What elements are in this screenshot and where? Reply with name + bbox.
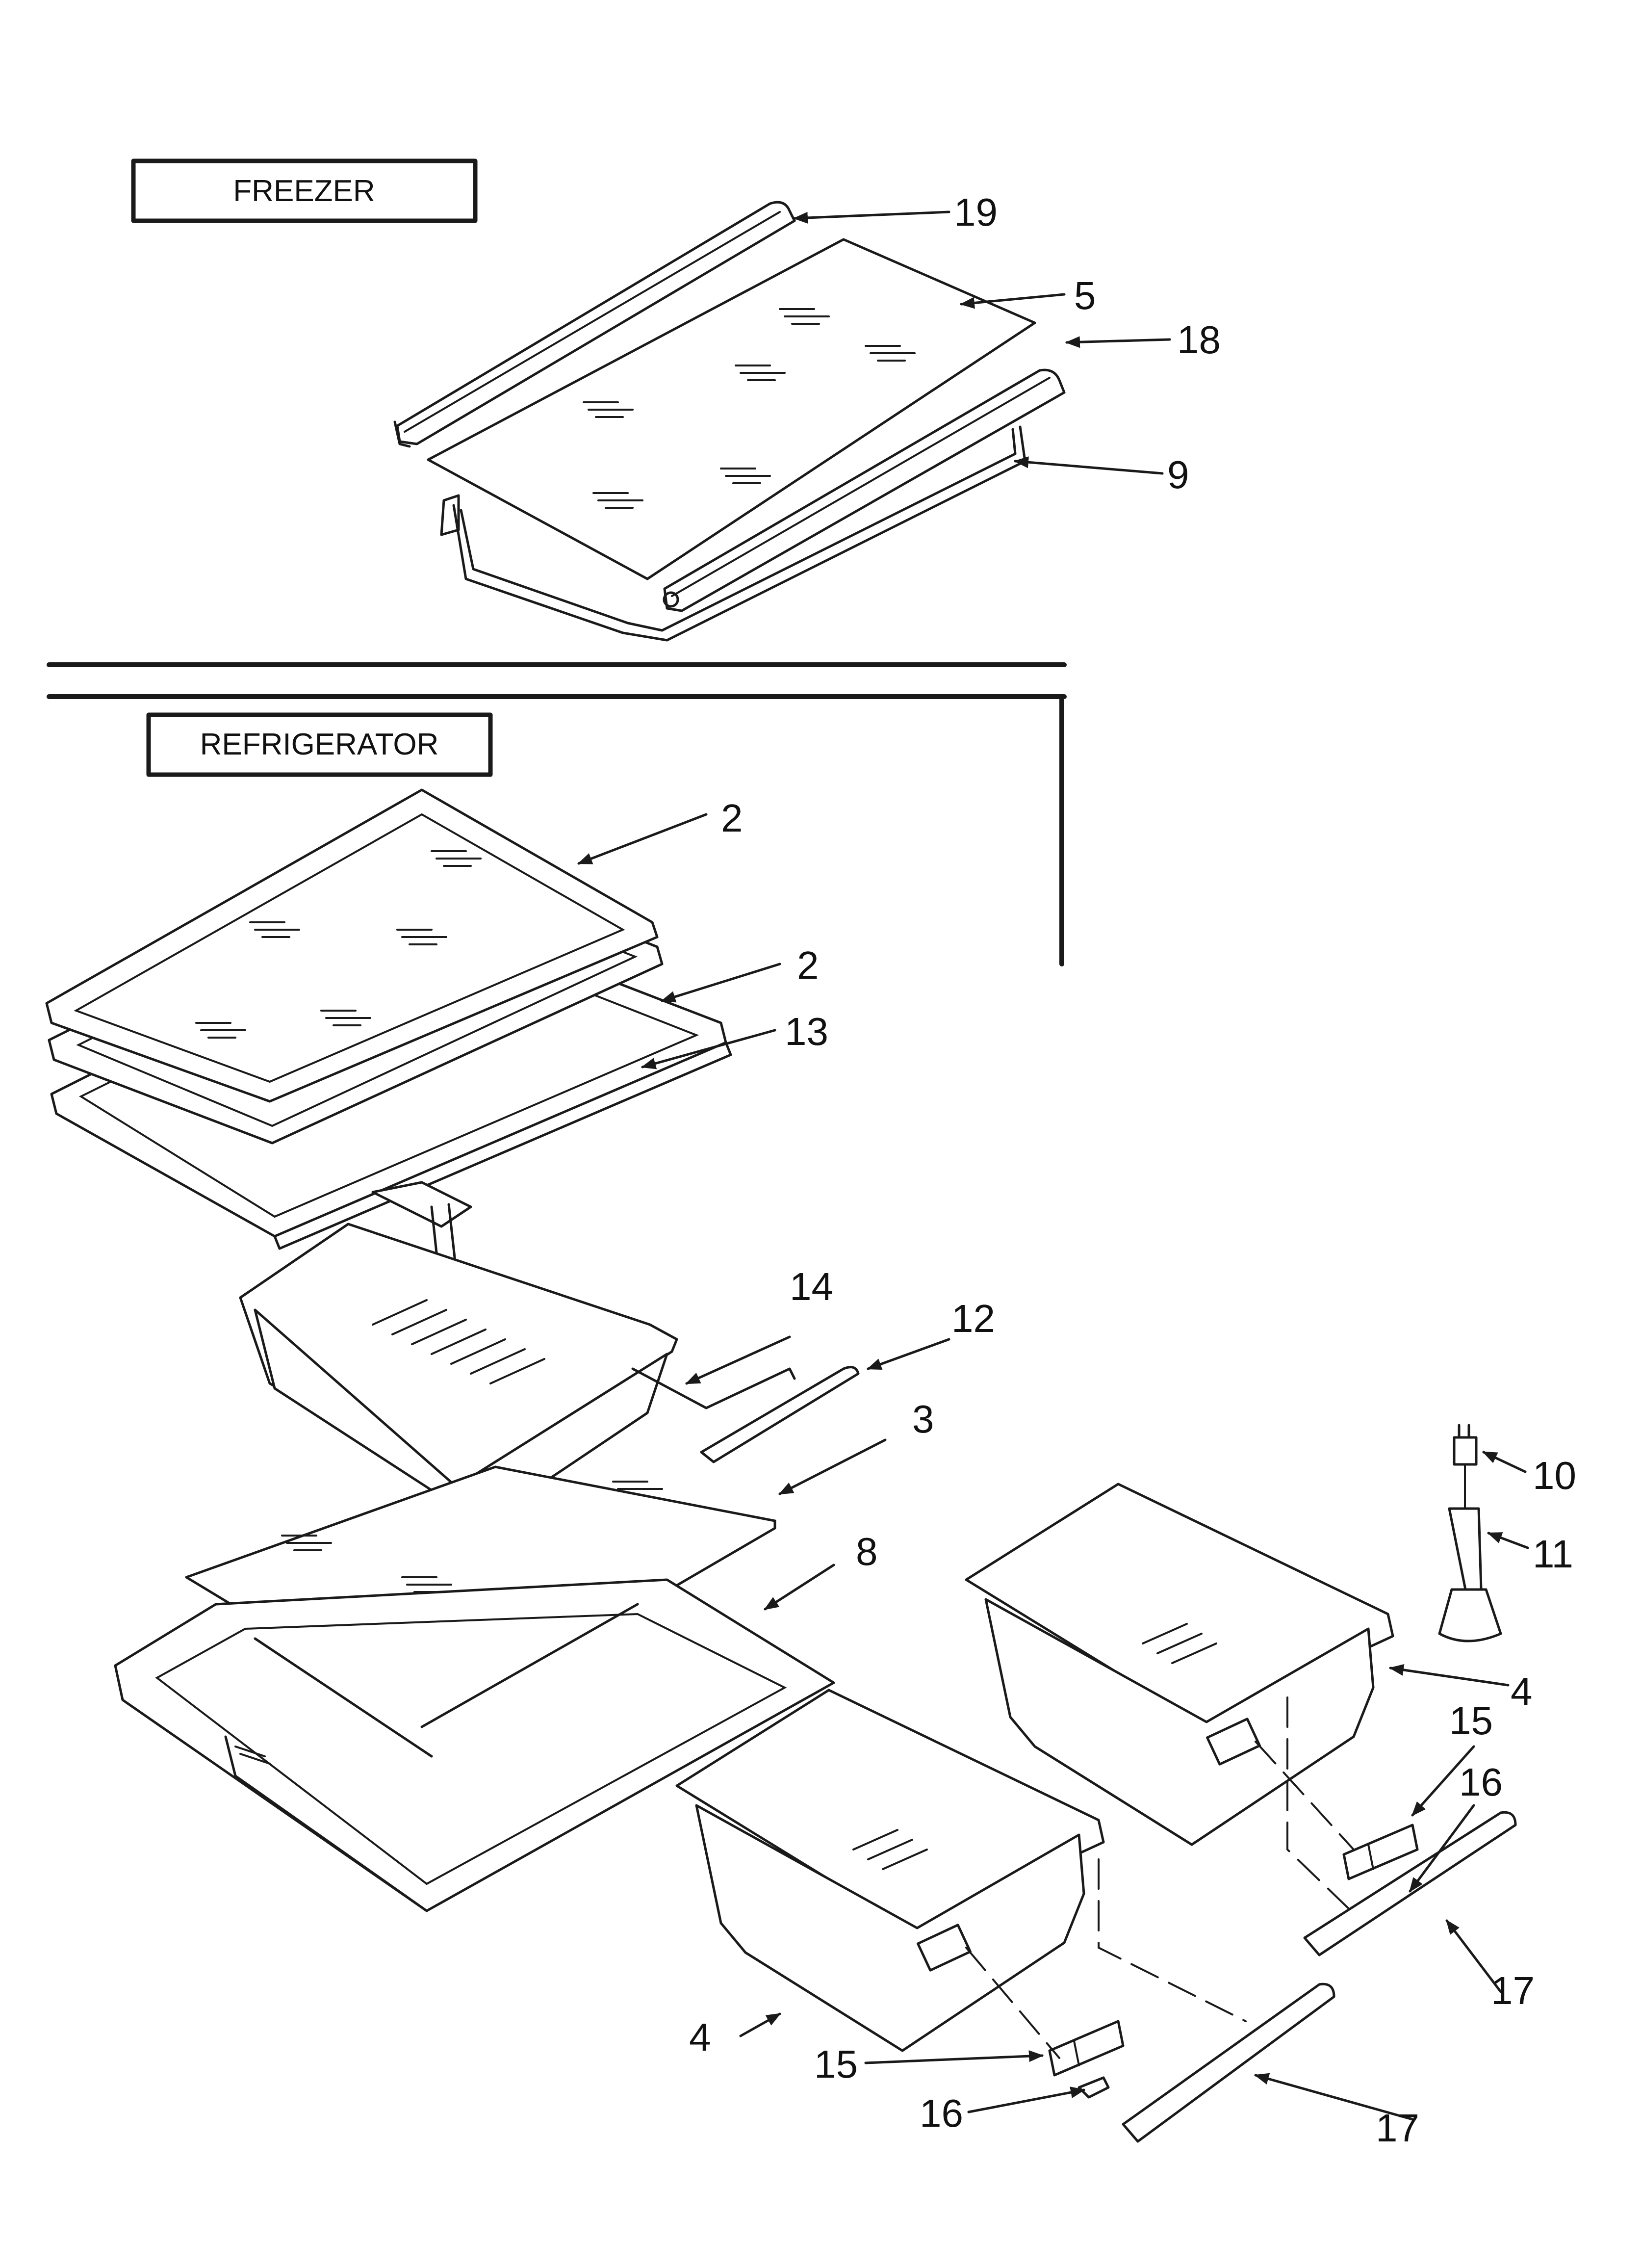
callout-8: 8 (856, 1530, 878, 1573)
callout-4-left: 4 (689, 2015, 711, 2059)
callout-numbers: 19 5 18 9 2 2 13 14 12 3 8 10 11 4 15 16… (689, 190, 1576, 2150)
freezer-label: FREEZER (233, 174, 375, 208)
freezer-label-box (131, 158, 478, 223)
light-bulb-11 (1438, 1507, 1502, 1642)
crisper-drawer-left (675, 1689, 1105, 2052)
refrigerator-label: REFRIGERATOR (200, 728, 439, 761)
callout-13: 13 (785, 1010, 828, 1053)
callout-10: 10 (1533, 1454, 1576, 1497)
callout-17-left: 17 (1376, 2106, 1419, 2150)
callout-4-right: 4 (1511, 1669, 1533, 1713)
rail-17-left (1122, 1982, 1335, 2143)
callout-2-lower: 2 (797, 943, 819, 987)
callout-16-left: 16 (920, 2091, 963, 2135)
refrigerator-label-box (146, 712, 493, 777)
freezer-rear-trim (393, 201, 796, 448)
callout-15-right: 15 (1449, 1699, 1493, 1743)
callout-11: 11 (1533, 1532, 1573, 1576)
section-divider (47, 662, 1067, 966)
crisper-drawer-right (965, 1483, 1394, 1846)
callout-3: 3 (912, 1397, 934, 1441)
callout-2-upper: 2 (721, 796, 743, 840)
leader-lines (577, 210, 1529, 2121)
callout-9: 9 (1167, 453, 1189, 496)
crisper-cover-8 (114, 1578, 835, 1912)
callout-5: 5 (1074, 274, 1096, 317)
callout-18: 18 (1177, 318, 1221, 362)
rail-12 (700, 1366, 860, 1463)
callout-12: 12 (951, 1297, 995, 1340)
clip-15-right (1342, 1824, 1419, 1880)
callout-19: 19 (954, 190, 998, 234)
callout-16-right: 16 (1459, 1760, 1503, 1804)
callout-14: 14 (790, 1265, 833, 1308)
pan-rail-14 (631, 1367, 796, 1409)
refrigerator-section: REFRIGERATOR (45, 712, 1517, 2143)
light-socket-10 (1453, 1424, 1478, 1510)
clip-15-left (1048, 2020, 1125, 2077)
freezer-wire-frame (440, 425, 1026, 642)
callout-17-right: 17 (1491, 1969, 1535, 2012)
freezer-front-trim (663, 368, 1066, 612)
freezer-section: FREEZER (131, 158, 1066, 642)
assembly-guides (965, 1696, 1355, 2059)
glass-shelf-2-upper (45, 788, 659, 1103)
freezer-glass-shelf (427, 238, 1036, 580)
clip-16-left (1078, 2076, 1110, 2099)
callout-15-left: 15 (814, 2042, 858, 2086)
